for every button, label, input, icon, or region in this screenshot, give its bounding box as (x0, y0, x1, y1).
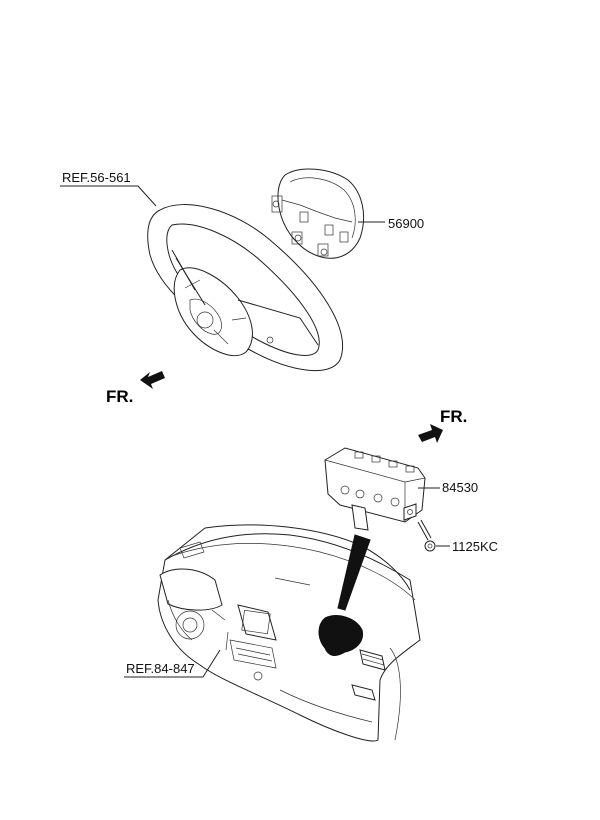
callout-ref-wheel: REF.56-561 (60, 170, 157, 207)
fr-label-left: FR. (106, 387, 133, 406)
label-driver-airbag: 56900 (388, 216, 424, 231)
label-ref-wheel: REF.56-561 (62, 170, 131, 185)
callout-bolt: 1125KC (436, 539, 498, 554)
steering-wheel (147, 204, 344, 372)
label-ref-dash: REF.84-847 (126, 661, 195, 676)
label-bolt: 1125KC (452, 539, 498, 554)
dashboard (157, 524, 421, 742)
airbag-location-marker (318, 615, 364, 656)
driver-airbag-module (271, 168, 365, 259)
passenger-airbag-module (324, 447, 426, 531)
front-direction-arrow-right: FR. (418, 407, 467, 443)
callout-passenger-airbag: 84530 (418, 480, 478, 495)
installation-arrow (337, 534, 371, 611)
callout-driver-airbag: 56900 (358, 216, 424, 231)
front-direction-arrow-left: FR. (106, 371, 165, 406)
label-passenger-airbag: 84530 (442, 480, 478, 495)
callout-ref-dash: REF.84-847 (124, 649, 221, 678)
fr-label-right: FR. (440, 407, 467, 426)
bolt (417, 519, 436, 552)
